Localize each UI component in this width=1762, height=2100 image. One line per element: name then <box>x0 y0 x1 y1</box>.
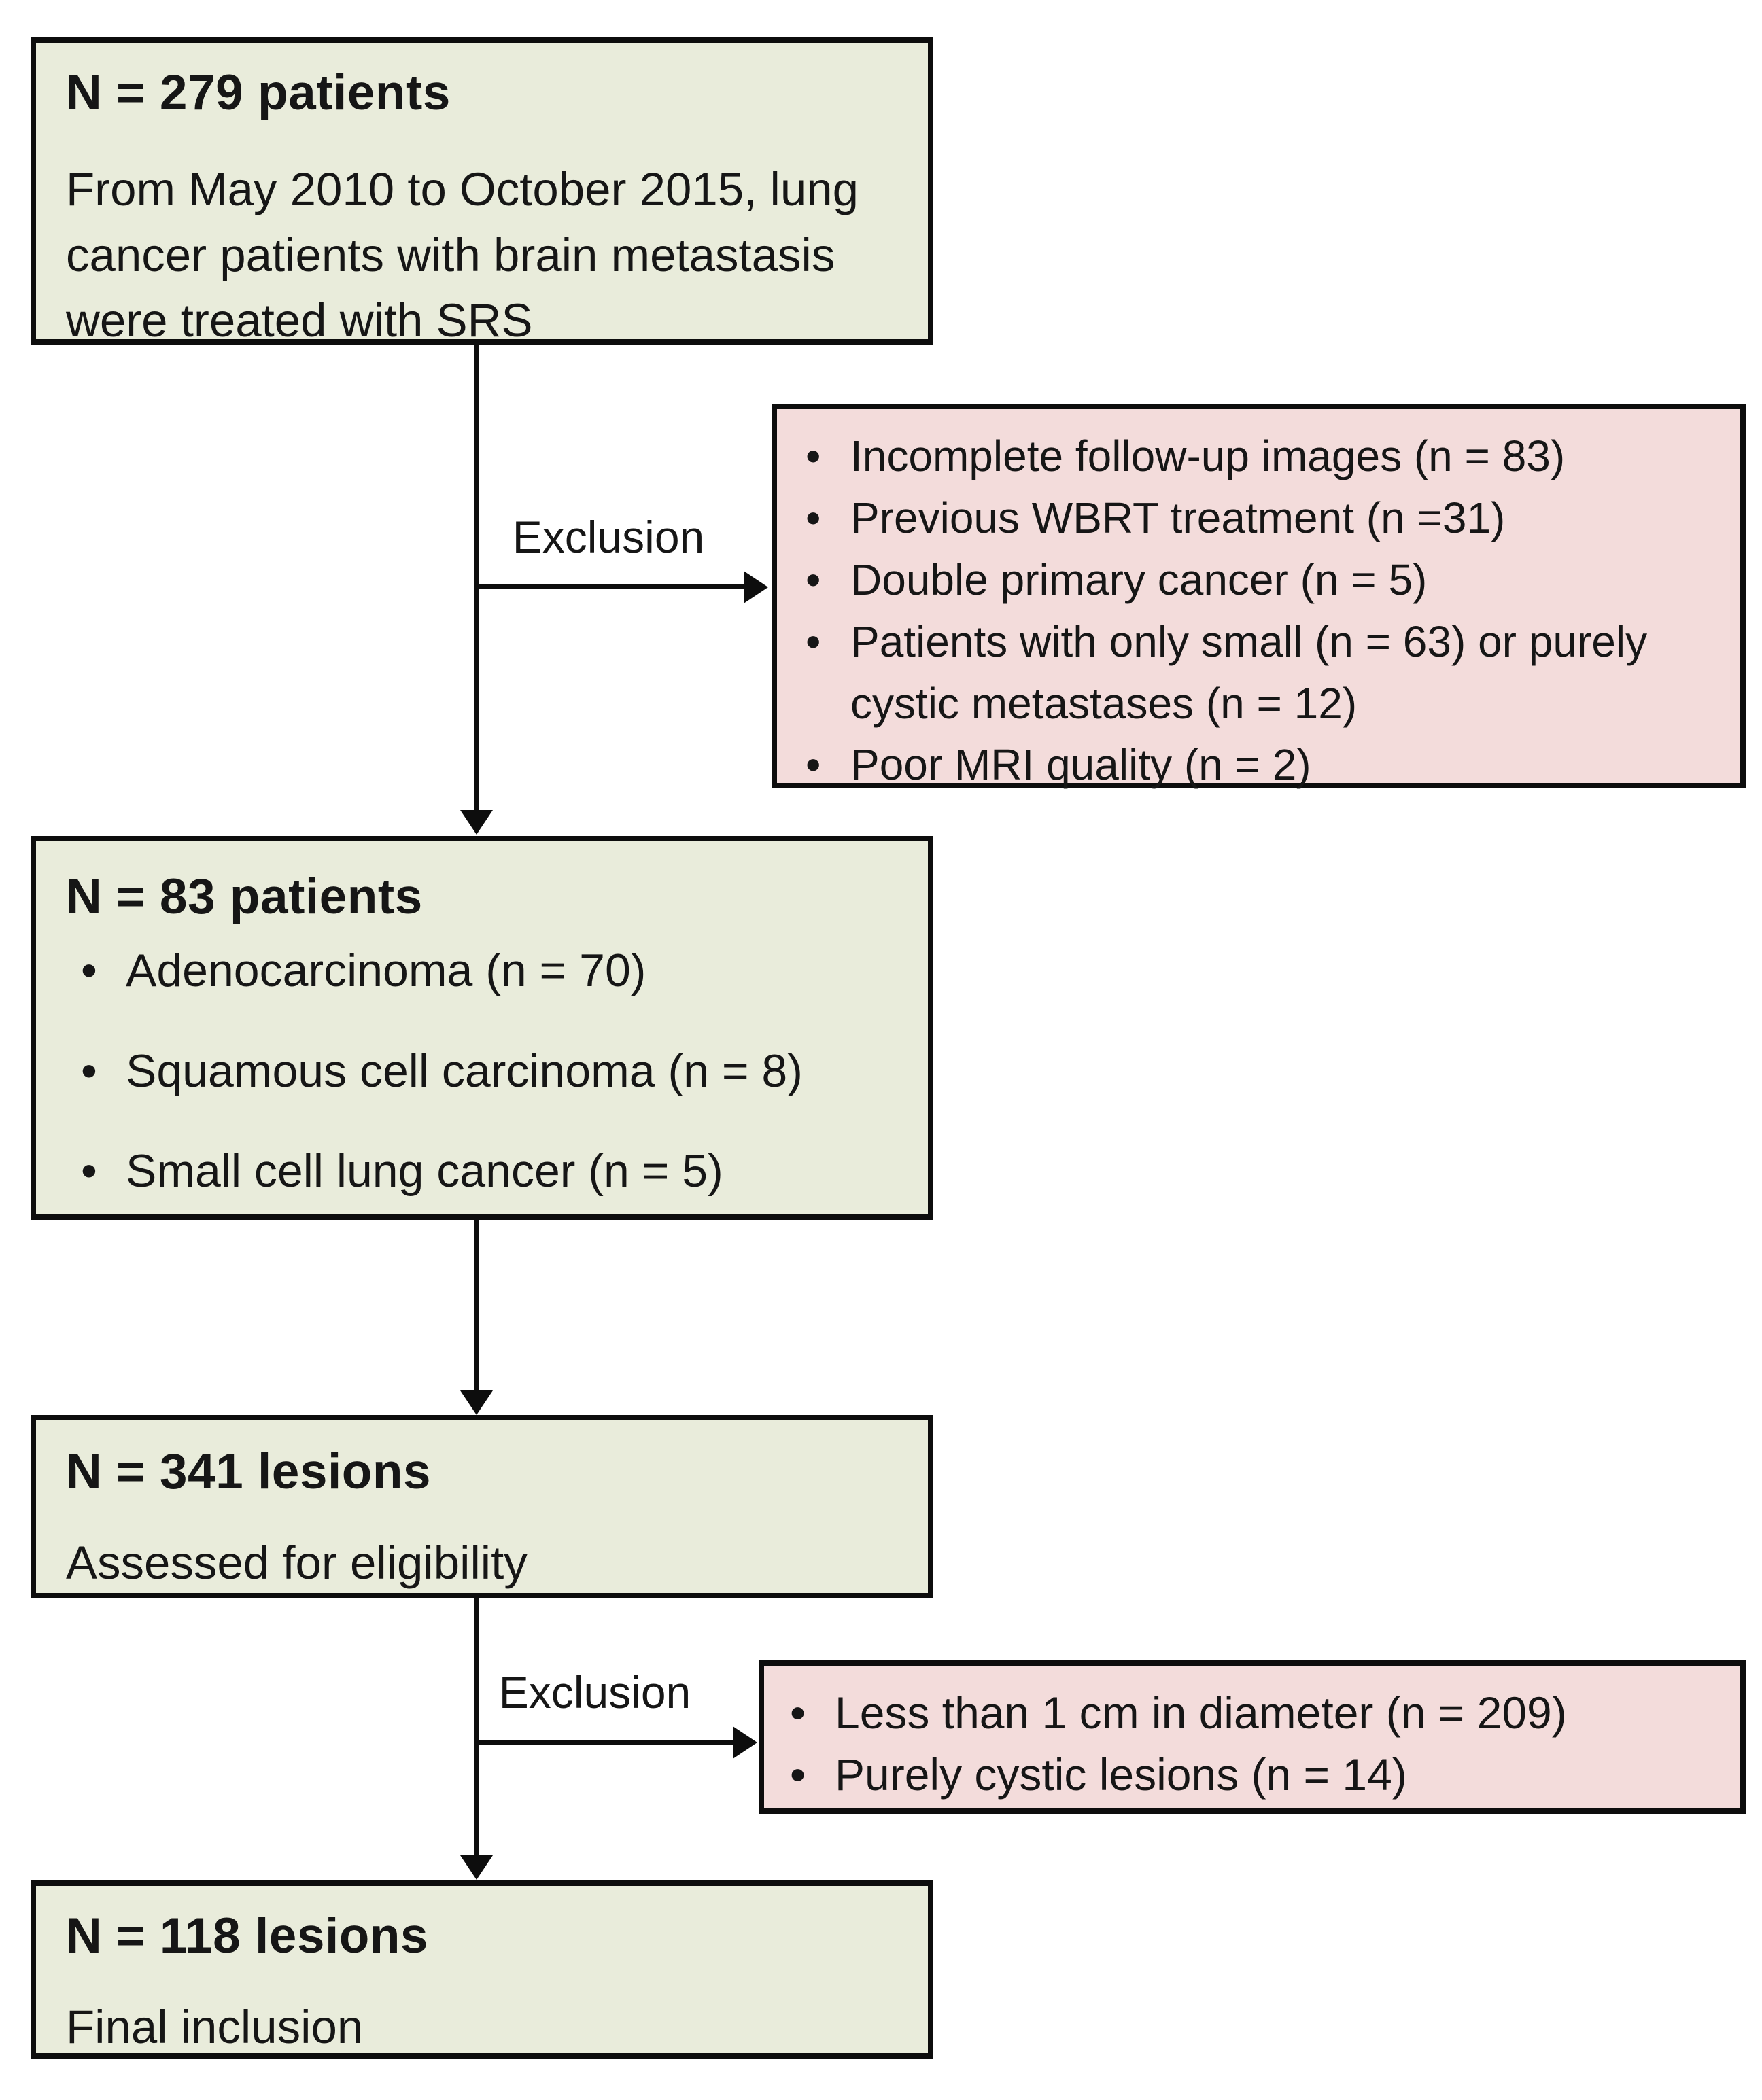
histology-item: Squamous cell carcinoma (n = 8) <box>66 1044 908 1100</box>
exclusion-item: Less than 1 cm in diameter (n = 209) <box>775 1682 1724 1744</box>
histology-list: Adenocarcinoma (n = 70) Squamous cell ca… <box>66 943 908 1200</box>
box-enrolled-patients: N = 279 patients From May 2010 to Octobe… <box>31 37 933 347</box>
box-lesions-assessed: N = 341 lesions Assessed for eligibility <box>31 1415 933 1598</box>
box-included-title: N = 83 patients <box>66 869 423 924</box>
arrow-down-icon <box>460 1390 493 1415</box>
box-included-patients: N = 83 patients Adenocarcinoma (n = 70) … <box>31 836 933 1220</box>
exclusion-2-list: Less than 1 cm in diameter (n = 209) Pur… <box>775 1682 1724 1806</box>
histology-item: Adenocarcinoma (n = 70) <box>66 943 908 999</box>
exclusion-item: Poor MRI quality (n = 2) <box>791 734 1720 796</box>
connector-vertical-2 <box>474 1220 479 1394</box>
connector-horizontal-2 <box>476 1740 736 1745</box>
box-exclusion-2: Less than 1 cm in diameter (n = 209) Pur… <box>759 1660 1746 1814</box>
box-enrolled-body: From May 2010 to October 2015, lung canc… <box>66 162 859 347</box>
connector-horizontal-1 <box>476 584 746 589</box>
exclusion-item: Purely cystic lesions (n = 14) <box>775 1744 1724 1806</box>
exclusion-item: Patients with only small (n = 63) or pur… <box>791 611 1720 735</box>
arrow-down-icon <box>460 1855 493 1880</box>
arrow-right-icon <box>744 571 768 603</box>
arrow-right-icon <box>733 1726 757 1759</box>
histology-item: Small cell lung cancer (n = 5) <box>66 1144 908 1200</box>
box-exclusion-1: Incomplete follow-up images (n = 83) Pre… <box>772 404 1746 796</box>
box-final-title: N = 118 lesions <box>66 1908 429 1963</box>
box-final-inclusion: N = 118 lesions Final inclusion <box>31 1880 933 2059</box>
box-enrolled-title: N = 279 patients <box>66 65 451 120</box>
box-lesions-title: N = 341 lesions <box>66 1444 432 1499</box>
connector-vertical-1 <box>474 343 479 816</box>
exclusion-item: Incomplete follow-up images (n = 83) <box>791 425 1720 487</box>
box-final-body: Final inclusion <box>66 2000 364 2053</box>
exclusion-label-1: Exclusion <box>512 512 705 562</box>
connector-vertical-3 <box>474 1597 479 1859</box>
box-lesions-body: Assessed for eligibility <box>66 1536 528 1589</box>
arrow-down-icon <box>460 810 493 835</box>
exclusion-item: Double primary cancer (n = 5) <box>791 549 1720 611</box>
exclusion-1-list: Incomplete follow-up images (n = 83) Pre… <box>791 425 1720 796</box>
exclusion-label-2: Exclusion <box>498 1667 691 1717</box>
exclusion-item: Previous WBRT treatment (n =31) <box>791 487 1720 549</box>
